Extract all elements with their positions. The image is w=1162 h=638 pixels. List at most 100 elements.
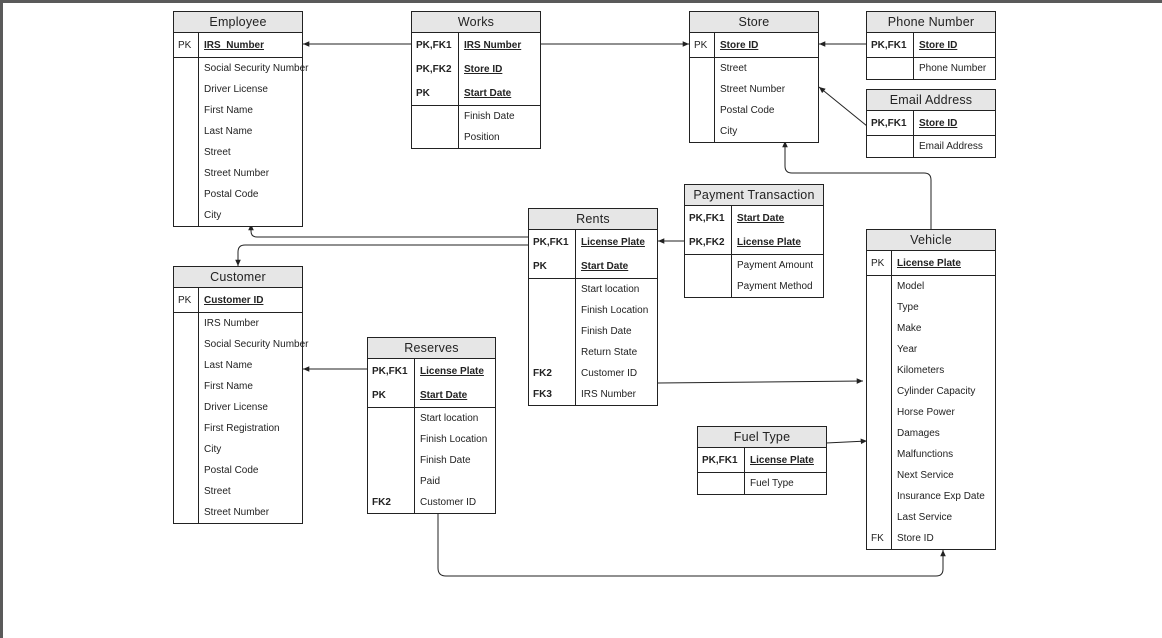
attribute-name: Next Service bbox=[897, 470, 954, 481]
attribute-row-year[interactable]: Year bbox=[867, 339, 995, 360]
attribute-row-city[interactable]: City bbox=[690, 121, 818, 142]
attribute-row-finish-location[interactable]: Finish Location bbox=[529, 300, 657, 321]
key-marker: FK2 bbox=[372, 497, 391, 508]
attribute-row-street-number[interactable]: Street Number bbox=[690, 79, 818, 100]
attribute-row-first-name[interactable]: First Name bbox=[174, 100, 302, 121]
attribute-row-street[interactable]: Street bbox=[174, 481, 302, 502]
attribute-row-first-name[interactable]: First Name bbox=[174, 376, 302, 397]
attribute-row-cylinder-capacity[interactable]: Cylinder Capacity bbox=[867, 381, 995, 402]
attribute-row-return-state[interactable]: Return State bbox=[529, 342, 657, 363]
attribute-row-street[interactable]: Street bbox=[174, 142, 302, 163]
attribute-name: Finish Location bbox=[420, 434, 488, 445]
attribute-row-street[interactable]: Street bbox=[690, 58, 818, 79]
attribute-row-next-service[interactable]: Next Service bbox=[867, 465, 995, 486]
attribute-row-driver-license[interactable]: Driver License bbox=[174, 79, 302, 100]
attribute-name: City bbox=[204, 210, 222, 221]
attribute-row-postal-code[interactable]: Postal Code bbox=[174, 184, 302, 205]
attribute-row-finish-date[interactable]: Finish Date bbox=[529, 321, 657, 342]
attribute-name: Position bbox=[464, 132, 500, 143]
attribute-name: License Plate bbox=[581, 236, 645, 248]
attribute-name: IRS_Number bbox=[204, 39, 265, 51]
attribute-row-postal-code[interactable]: Postal Code bbox=[690, 100, 818, 121]
attribute-row-driver-license[interactable]: Driver License bbox=[174, 397, 302, 418]
attribute-name: Finish Location bbox=[581, 305, 649, 316]
attribute-row-email-address[interactable]: Email Address bbox=[867, 136, 995, 157]
attribute-row-start-location[interactable]: Start location bbox=[368, 408, 495, 429]
attribute-name: Year bbox=[897, 344, 918, 355]
attribute-row-last-name[interactable]: Last Name bbox=[174, 121, 302, 142]
attribute-row-type[interactable]: Type bbox=[867, 297, 995, 318]
attribute-row-start-location[interactable]: Start location bbox=[529, 279, 657, 300]
attribute-row-damages[interactable]: Damages bbox=[867, 423, 995, 444]
attribute-row-phone-number[interactable]: Phone Number bbox=[867, 58, 995, 79]
entity-title: Phone Number bbox=[867, 12, 995, 33]
attribute-row-finish-date[interactable]: Finish Date bbox=[412, 106, 540, 127]
key-marker: PK bbox=[372, 389, 386, 401]
attribute-row-irs-number[interactable]: IRS Number bbox=[174, 313, 302, 334]
attribute-row-fuel-type[interactable]: Fuel Type bbox=[698, 473, 826, 494]
attribute-name: Last Service bbox=[897, 512, 953, 523]
attribute-row-kilometers[interactable]: Kilometers bbox=[867, 360, 995, 381]
attribute-row-last-name[interactable]: Last Name bbox=[174, 355, 302, 376]
attribute-name: Social Security Number bbox=[204, 339, 309, 350]
attribute-row-finish-date[interactable]: Finish Date bbox=[368, 450, 495, 471]
attribute-row-paid[interactable]: Paid bbox=[368, 471, 495, 492]
attribute-row-horse-power[interactable]: Horse Power bbox=[867, 402, 995, 423]
attribute-row-city[interactable]: City bbox=[174, 205, 302, 226]
edge-email-store bbox=[818, 86, 868, 127]
attribute-row-social-security-number[interactable]: Social Security Number bbox=[174, 58, 308, 79]
entity-title: Payment Transaction bbox=[685, 185, 823, 206]
attribute-row-payment-amount[interactable]: Payment Amount bbox=[685, 255, 823, 276]
attribute-row-social-security-number[interactable]: Social Security Number bbox=[174, 334, 308, 355]
attribute-row-insurance-exp-date[interactable]: Insurance Exp Date bbox=[867, 486, 995, 507]
attribute-row-finish-location[interactable]: Finish Location bbox=[368, 429, 495, 450]
attribute-row-street-number[interactable]: Street Number bbox=[174, 502, 302, 523]
attribute-row-position[interactable]: Position bbox=[412, 127, 540, 148]
attribute-row-street-number[interactable]: Street Number bbox=[174, 163, 302, 184]
attribute-row-payment-method[interactable]: Payment Method bbox=[685, 276, 823, 297]
attribute-row-malfunctions[interactable]: Malfunctions bbox=[867, 444, 995, 465]
attribute-name: City bbox=[720, 126, 738, 137]
attribute-row-make[interactable]: Make bbox=[867, 318, 995, 339]
attribute-name: Start location bbox=[420, 413, 479, 424]
attribute-row-model[interactable]: Model bbox=[867, 276, 995, 297]
attribute-row-postal-code[interactable]: Postal Code bbox=[174, 460, 302, 481]
attribute-row-first-registration[interactable]: First Registration bbox=[174, 418, 302, 439]
attribute-row-last-service[interactable]: Last Service bbox=[867, 507, 995, 528]
attribute-row-city[interactable]: City bbox=[174, 439, 302, 460]
